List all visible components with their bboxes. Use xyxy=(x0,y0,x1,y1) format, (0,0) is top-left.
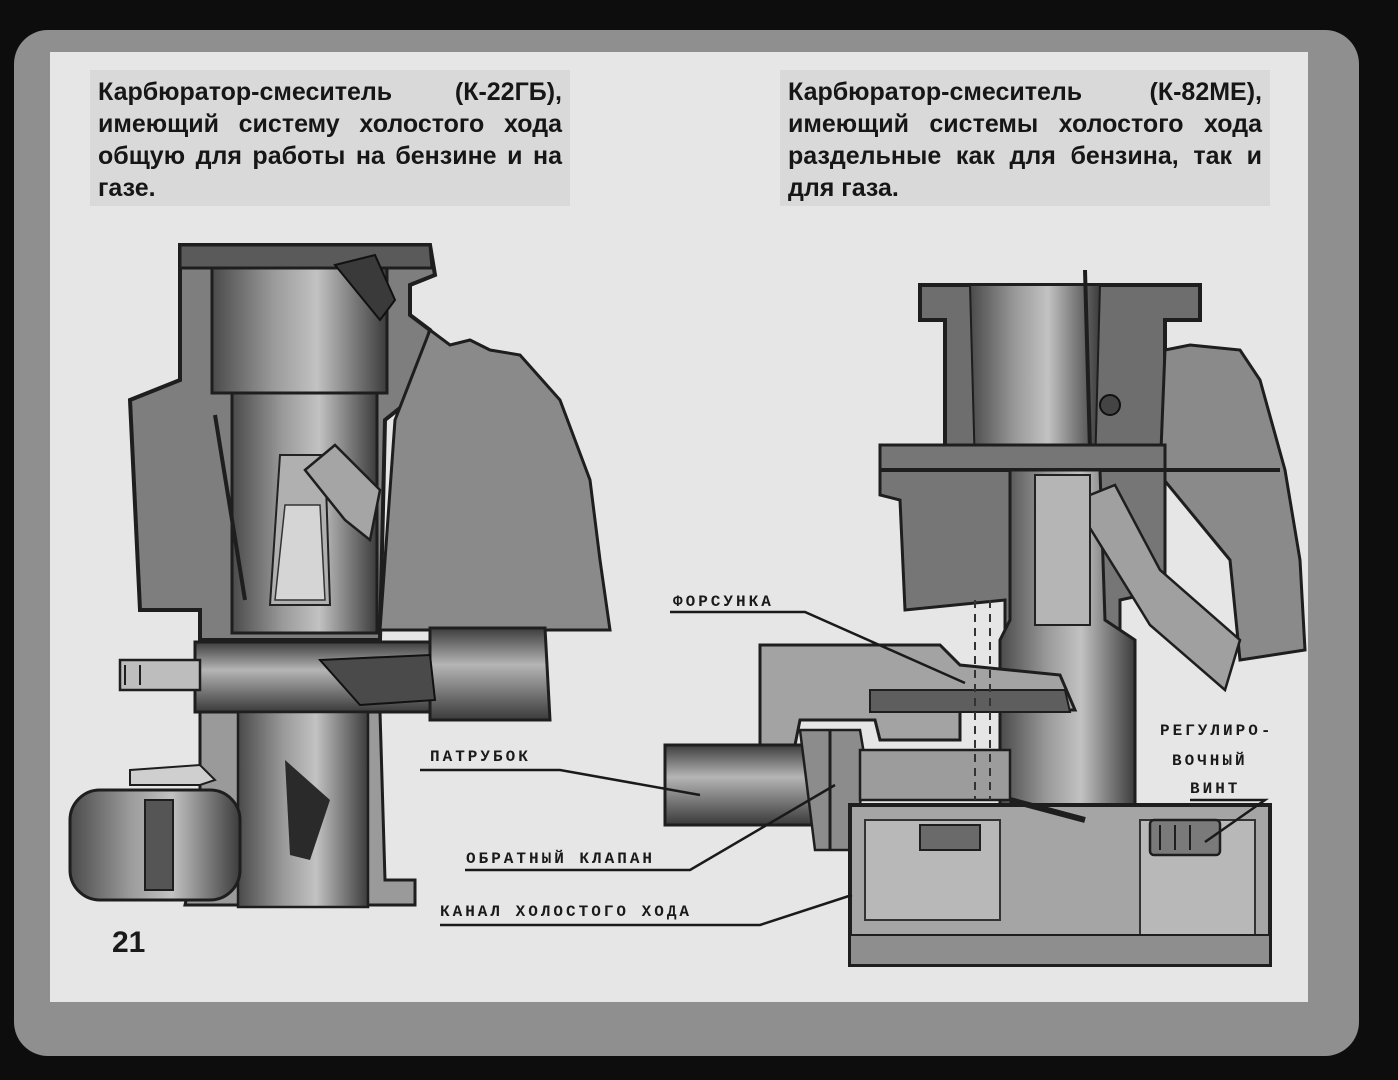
leader-nozzle xyxy=(670,610,966,685)
right-throttle-flap xyxy=(1009,797,1086,823)
left-adjusting-screw xyxy=(118,658,202,692)
label-nozzle: ФОРСУНКА xyxy=(673,593,774,611)
left-throttle-flap xyxy=(285,760,330,860)
page-number: 21 xyxy=(112,926,146,959)
leader-adjusting-screw xyxy=(1190,798,1269,844)
right-idle-channel-bottom xyxy=(849,934,1271,966)
left-top-flange xyxy=(178,243,434,270)
leader-check-valve xyxy=(465,783,836,872)
label-adjusting-screw-1: РЕГУЛИРО- xyxy=(1160,722,1274,740)
right-cutaway-body xyxy=(1158,343,1307,662)
left-choke-flap xyxy=(333,253,397,322)
label-adjusting-screw-2: ВОЧНЫЙ xyxy=(1172,752,1248,770)
label-pipe: ПАТРУБОК xyxy=(430,748,531,766)
label-check-valve: ОБРАТНЫЙ КЛАПАН xyxy=(466,850,656,868)
carburetor-k82me xyxy=(663,269,1307,967)
left-nozzle-tube xyxy=(303,443,382,543)
right-diffuser xyxy=(1034,474,1091,626)
label-idle-channel: КАНАЛ ХОЛОСТОГО ХОДА xyxy=(440,903,693,921)
right-choke-pivot xyxy=(1099,394,1121,416)
right-idle-screw xyxy=(919,824,981,851)
left-float-band xyxy=(144,799,174,891)
left-gas-inlet xyxy=(428,626,552,722)
leader-lines xyxy=(420,610,1269,927)
caption-right-text: Карбюратор-смеситель (К-82МЕ), имеющий с… xyxy=(788,78,1262,202)
caption-left: Карбюратор-смеситель (К-22ГБ), имеющий с… xyxy=(90,70,570,206)
caption-left-text: Карбюратор-смеситель (К-22ГБ), имеющий с… xyxy=(98,78,562,202)
carburetor-k22gb xyxy=(68,243,612,909)
right-nozzle-tube xyxy=(1083,483,1242,693)
right-idle-passage xyxy=(858,748,1012,802)
left-rod xyxy=(213,414,247,601)
left-idle-screw xyxy=(129,763,217,786)
leader-pipe xyxy=(420,768,701,797)
right-adjusting-screw xyxy=(1148,818,1222,857)
right-air-bore xyxy=(968,284,1102,471)
left-cutaway-body xyxy=(378,327,612,632)
left-diffuser-inner xyxy=(274,504,326,601)
leader-idle-channel xyxy=(440,893,853,927)
right-choke-rod xyxy=(1083,269,1092,451)
left-gas-pipe-cut xyxy=(317,653,437,707)
label-adjusting-screw-3: ВИНТ xyxy=(1190,780,1241,798)
right-gas-nozzle xyxy=(869,689,1072,713)
caption-right: Карбюратор-смеситель (К-82МЕ), имеющий с… xyxy=(780,70,1270,206)
